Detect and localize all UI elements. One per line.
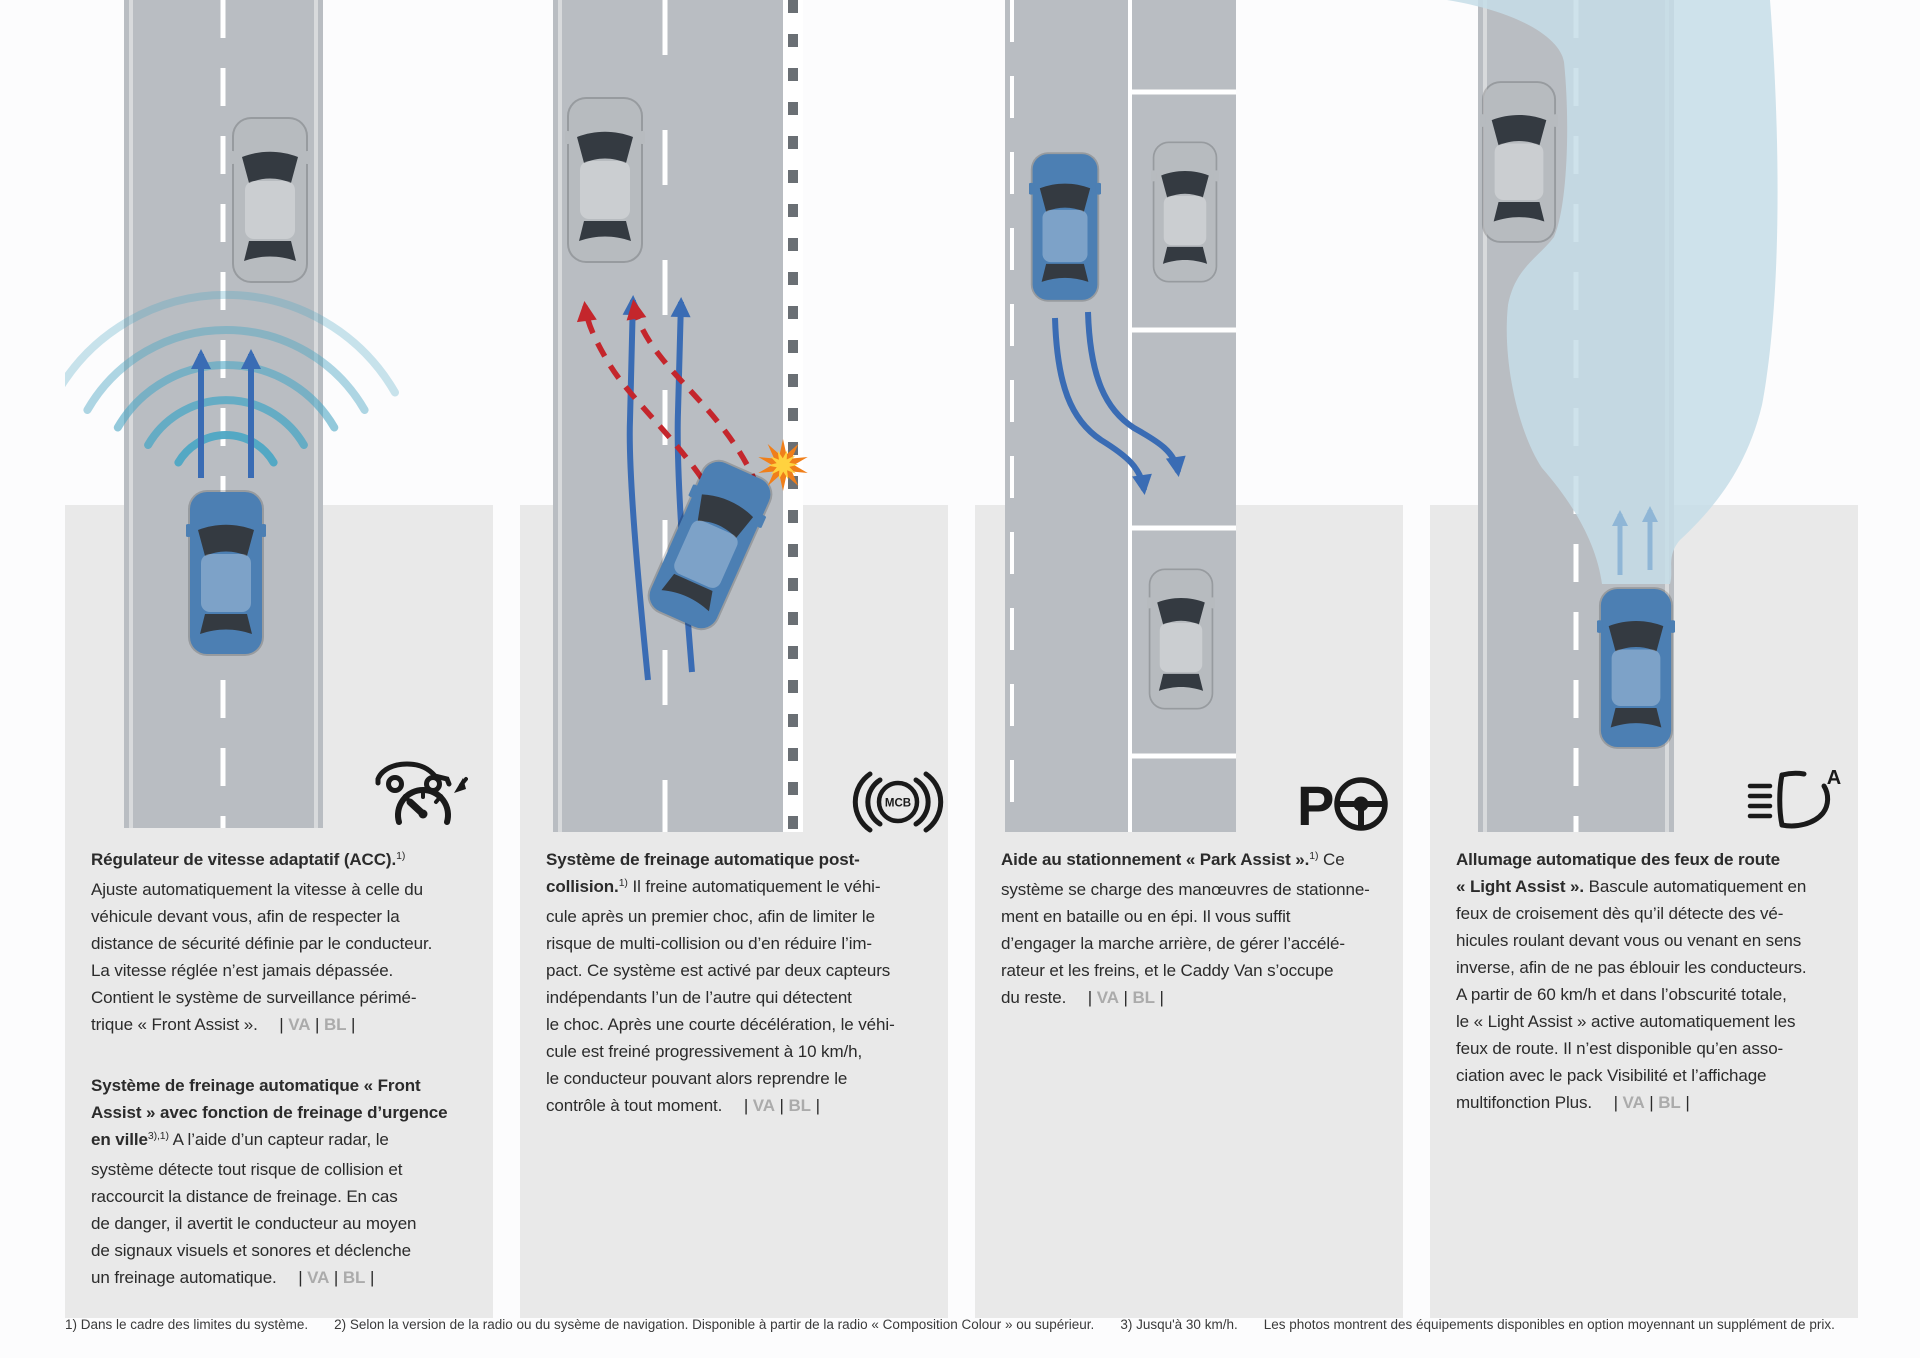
radar-waves xyxy=(65,290,399,467)
light-assist-illustration xyxy=(1447,0,1778,832)
parking-path-arrows xyxy=(1052,311,1186,495)
park-assist-steering-icon: P xyxy=(1295,766,1395,838)
mcb-brake-icon: MCB xyxy=(850,768,946,836)
feature-column-acc: Régulateur de vitesse adaptatif (ACC).1)… xyxy=(65,0,493,1358)
ego-car xyxy=(186,490,266,656)
oncoming-car xyxy=(1480,81,1558,243)
collision-star xyxy=(758,439,808,491)
feature-column-light-assist: A Allumage automatique des feux de route… xyxy=(1430,0,1858,1358)
paragraph-park-assist: Aide au stationnement « Park Assist ».1)… xyxy=(1001,850,1370,1007)
feature-text-post-collision: Système de freinage automatique post- co… xyxy=(546,846,942,1119)
footnote: 1) Dans le cadre des limites du système.… xyxy=(65,1317,1835,1332)
mcb-icon-label: MCB xyxy=(885,798,911,810)
light-assist-icon-label: A xyxy=(1827,767,1841,789)
acc-illustration xyxy=(65,0,399,828)
feature-column-post-collision: MCB Système de freinage automatique post… xyxy=(520,0,948,1358)
post-collision-illustration xyxy=(553,0,808,832)
parked-car xyxy=(1151,141,1219,283)
paragraph-acc: Régulateur de vitesse adaptatif (ACC).1)… xyxy=(91,850,433,1034)
paragraph-light-assist: Allumage automatique des feux de route «… xyxy=(1456,850,1807,1112)
beam-arrows xyxy=(1612,506,1658,575)
ego-car xyxy=(1597,587,1675,749)
acceleration-arrows xyxy=(191,349,261,478)
feature-column-park-assist: P Aide au stationnement « Park Assist ».… xyxy=(975,0,1403,1358)
feature-text-light-assist: Allumage automatique des feux de route «… xyxy=(1456,846,1852,1116)
parking-bays xyxy=(1128,0,1236,832)
feature-text-acc: Régulateur de vitesse adaptatif (ACC).1)… xyxy=(91,846,487,1291)
headlight-beam-icon: A xyxy=(1746,766,1850,838)
car-speedometer-icon xyxy=(370,752,468,844)
trajectory-arrows-red xyxy=(576,299,761,502)
parked-car xyxy=(1147,568,1215,710)
paragraph-front-assist: Système de freinage automatique « Front … xyxy=(91,1076,448,1287)
ego-car xyxy=(1029,152,1101,302)
park-assist-illustration xyxy=(1005,0,1236,832)
headlight-beam xyxy=(1447,0,1778,584)
other-car xyxy=(565,97,645,263)
feature-text-park-assist: Aide au stationnement « Park Assist ».1)… xyxy=(1001,846,1397,1011)
park-icon-label: P xyxy=(1297,774,1334,837)
paragraph-post-collision: Système de freinage automatique post- co… xyxy=(546,850,895,1115)
lead-car xyxy=(230,117,310,283)
